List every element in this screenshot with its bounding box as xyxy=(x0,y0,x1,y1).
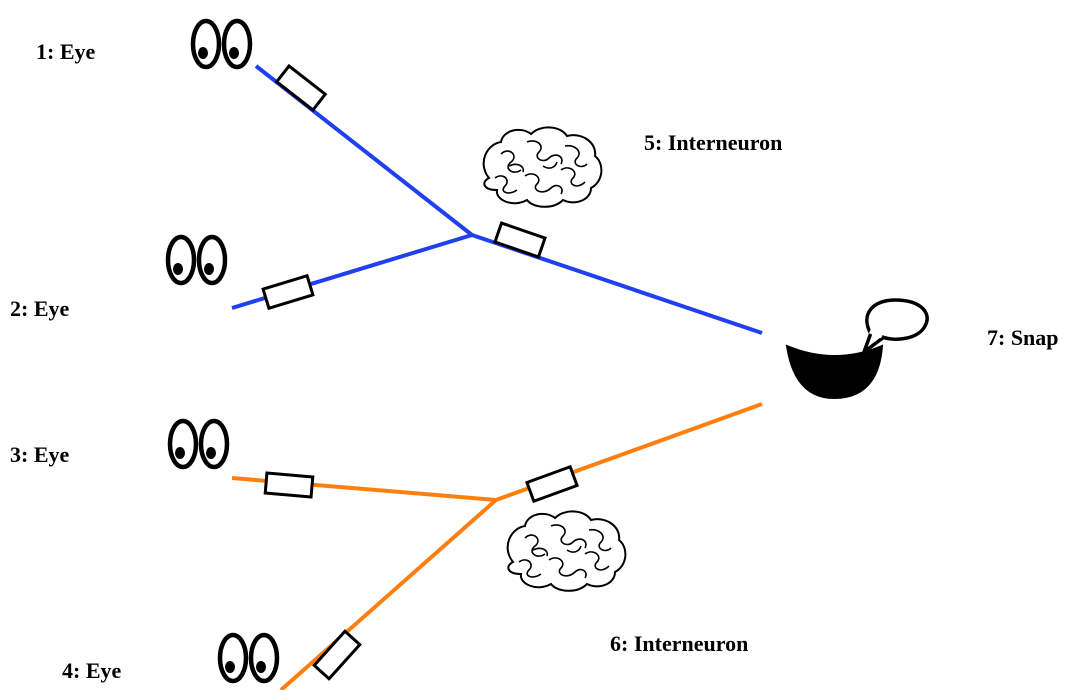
label-interneuron-5: 5: Interneuron xyxy=(644,130,783,155)
speech-bubble-icon xyxy=(865,298,929,341)
synapse-box-interneuron5 xyxy=(493,221,547,259)
label-eye-1: 1: Eye xyxy=(36,39,96,64)
eyes-icon-4 xyxy=(220,635,277,681)
synapse-box-interneuron6 xyxy=(525,465,579,503)
axon-eye4-to-interneuron6 xyxy=(279,498,498,690)
eyes-icon-3 xyxy=(170,421,227,467)
synapse-box-eye2 xyxy=(261,274,315,310)
mouth-icon xyxy=(785,344,884,400)
synapse-box-eye3 xyxy=(263,471,315,499)
label-snap-7: 7: Snap xyxy=(987,325,1059,350)
label-eye-3: 3: Eye xyxy=(10,442,70,467)
eyes-icon-1 xyxy=(193,21,250,67)
brain-icon-interneuron5 xyxy=(482,126,603,208)
label-eye-2: 2: Eye xyxy=(10,296,70,321)
eyes-icon-2 xyxy=(168,237,225,283)
brain-icon-interneuron6 xyxy=(506,510,627,592)
label-eye-4: 4: Eye xyxy=(62,658,122,683)
label-interneuron-6: 6: Interneuron xyxy=(610,631,749,656)
